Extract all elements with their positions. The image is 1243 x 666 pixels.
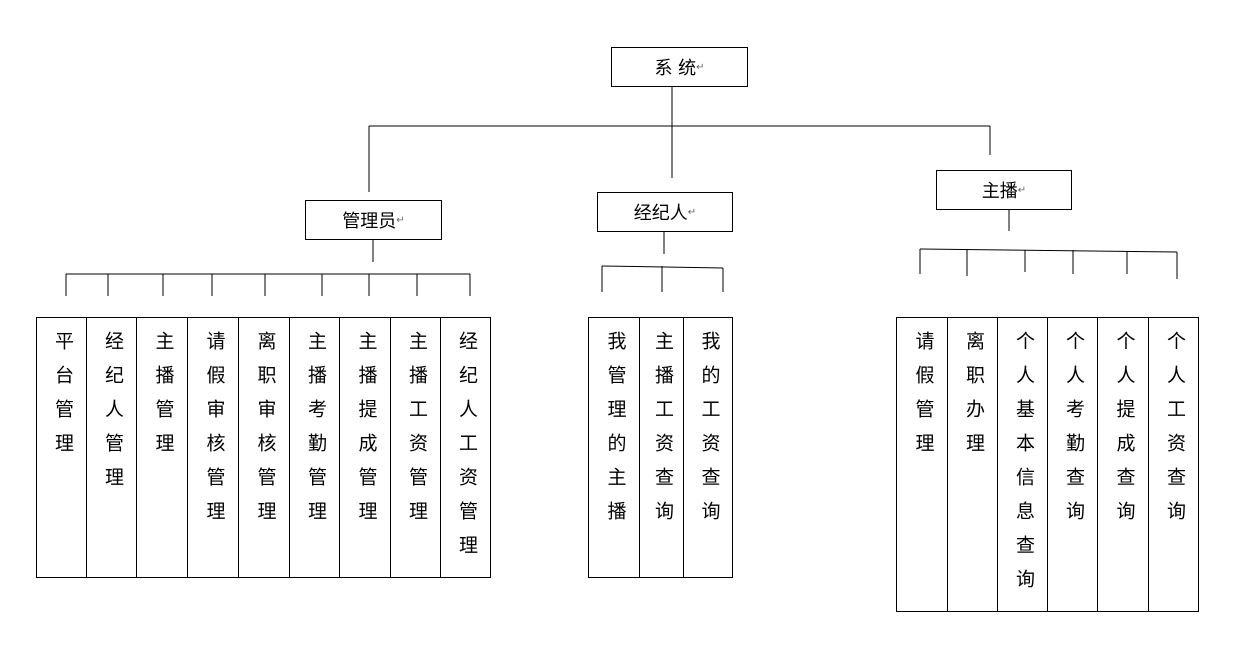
leaf-node: 离职办理 <box>947 317 998 612</box>
leaf-node: 我管理的主播 <box>588 317 640 578</box>
leaf-label: 主播工资管理 <box>406 331 428 535</box>
branch-label: 主播 <box>981 181 1018 202</box>
paragraph-mark-icon: ↵ <box>687 206 697 218</box>
leaf-node: 主播工资管理 <box>390 317 441 578</box>
leaf-label: 离职审核管理 <box>254 331 277 535</box>
leaf-node: 主播管理 <box>136 317 188 578</box>
root-node: 系 统↵ <box>611 47 748 87</box>
leaf-node: 个人提成查询 <box>1097 317 1149 612</box>
leaf-node: 请假审核管理 <box>187 317 239 578</box>
leaf-node: 个人工资查询 <box>1148 317 1199 612</box>
paragraph-mark-icon: ↵ <box>696 61 705 73</box>
branch-label: 经纪人 <box>633 203 688 224</box>
leaf-label: 主播考勤管理 <box>305 331 327 535</box>
leaf-label: 请假审核管理 <box>203 331 226 535</box>
leaf-label: 主播工资查询 <box>652 331 674 535</box>
leaf-label: 经纪人工资管理 <box>456 331 478 569</box>
leaf-label: 我管理的主播 <box>604 331 627 535</box>
leaf-node: 我的工资查询 <box>683 317 733 578</box>
leaf-label: 主播提成管理 <box>355 331 378 535</box>
branch-node-agent: 经纪人↵ <box>597 192 733 232</box>
leaf-node: 请假管理 <box>896 317 948 612</box>
leaf-label: 经纪人管理 <box>102 331 124 501</box>
leaf-node: 经纪人工资管理 <box>440 317 491 578</box>
leaf-node: 主播提成管理 <box>339 317 391 578</box>
leaf-label: 请假管理 <box>912 331 935 467</box>
paragraph-mark-icon: ↵ <box>396 214 405 226</box>
leaf-label: 个人考勤查询 <box>1063 331 1085 535</box>
leaf-label: 个人提成查询 <box>1113 331 1136 535</box>
leaf-node: 主播工资查询 <box>639 317 684 578</box>
leaf-node: 个人考勤查询 <box>1047 317 1098 612</box>
leaf-label: 离职办理 <box>963 331 985 467</box>
leaf-label: 主播管理 <box>152 331 175 467</box>
leaf-node: 离职审核管理 <box>238 317 290 578</box>
leaf-node: 个人基本信息查询 <box>997 317 1048 612</box>
paragraph-mark-icon: ↵ <box>1017 184 1027 196</box>
leaf-node: 主播考勤管理 <box>289 317 340 578</box>
leaf-label: 我的工资查询 <box>698 331 721 535</box>
leaf-label: 平台管理 <box>52 331 74 467</box>
branch-label: 管理员 <box>342 211 397 232</box>
leaf-node: 经纪人管理 <box>86 317 137 578</box>
branch-node-streamer: 主播↵ <box>936 170 1072 210</box>
leaf-node: 平台管理 <box>36 317 87 578</box>
leaf-label: 个人工资查询 <box>1164 331 1186 535</box>
leaf-label: 个人基本信息查询 <box>1013 331 1035 603</box>
branch-node-admin: 管理员↵ <box>305 200 442 240</box>
root-label: 系 统 <box>654 58 697 79</box>
